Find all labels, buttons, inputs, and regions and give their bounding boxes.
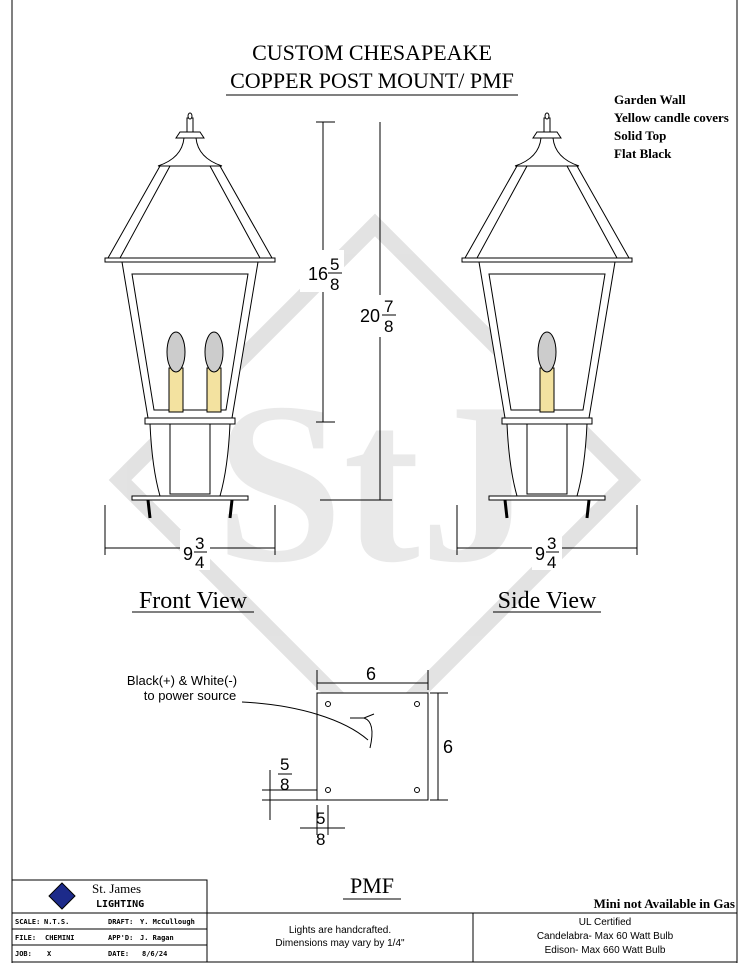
company-name: St. James <box>92 881 141 896</box>
job-label: JOB: <box>15 950 32 958</box>
plate-width: 6 <box>366 664 376 684</box>
scale-label: SCALE: <box>15 918 40 926</box>
wire-note-line2: to power source <box>144 688 237 703</box>
spec-notes: Garden Wall Yellow candle covers Solid T… <box>614 92 729 161</box>
svg-text:StJ: StJ <box>215 355 535 610</box>
front-view-label: Front View <box>139 588 248 614</box>
wire-note-line1: Black(+) & White(-) <box>127 673 237 688</box>
side-width-whole: 9 <box>535 544 545 564</box>
height-inner-whole: 16 <box>308 264 328 284</box>
hole-offset-num: 5 <box>280 755 289 774</box>
drawing-title-line2: COPPER POST MOUNT/ PMF <box>230 68 514 93</box>
hole-offset-num-bottom: 5 <box>316 809 325 828</box>
draft-label: DRAFT: <box>108 918 133 926</box>
scale-value: N.T.S. <box>44 918 69 926</box>
file-label: FILE: <box>15 934 36 942</box>
gas-note: Mini not Available in Gas <box>594 896 735 911</box>
front-width-whole: 9 <box>183 544 193 564</box>
note: Flat Black <box>614 146 672 161</box>
note: Yellow candle covers <box>614 110 729 125</box>
height-total-whole: 20 <box>360 306 380 326</box>
appd-label: APP'D: <box>108 934 133 942</box>
hole-offset-den: 8 <box>280 775 289 794</box>
appd-value: J. Ragan <box>140 934 174 942</box>
height-inner-den: 8 <box>330 275 339 294</box>
draft-value: Y. McCullough <box>140 918 195 926</box>
note: Garden Wall <box>614 92 686 107</box>
height-total-den: 8 <box>384 317 393 336</box>
drawing-title-line1: CUSTOM CHESAPEAKE <box>252 40 492 65</box>
company-name-2: LIGHTING <box>96 899 144 910</box>
title-block <box>11 879 737 963</box>
front-width-num: 3 <box>195 534 204 553</box>
height-inner-num: 5 <box>330 255 339 274</box>
height-total-num: 7 <box>384 297 393 316</box>
date-label: DATE: <box>108 950 129 958</box>
handcrafted-note-2: Dimensions may vary by 1/4" <box>275 938 405 949</box>
edison-rating: Edison- Max 660 Watt Bulb <box>545 945 666 956</box>
date-value: 8/6/24 <box>142 950 167 958</box>
handcrafted-note-1: Lights are handcrafted. <box>289 925 391 936</box>
ul-certified: UL Certified <box>579 917 631 928</box>
candelabra-rating: Candelabra- Max 60 Watt Bulb <box>537 931 674 942</box>
model-code: PMF <box>350 873 394 898</box>
hole-offset-den-bottom: 8 <box>316 830 325 849</box>
side-width-num: 3 <box>547 534 556 553</box>
side-view-label: Side View <box>498 588 597 614</box>
mount-plate-drawing <box>241 670 448 835</box>
side-width-den: 4 <box>547 553 556 572</box>
front-width-den: 4 <box>195 553 204 572</box>
file-value: CHEMINI <box>45 934 75 942</box>
plate-height: 6 <box>443 737 453 757</box>
note: Solid Top <box>614 128 666 143</box>
job-value: X <box>47 950 52 958</box>
